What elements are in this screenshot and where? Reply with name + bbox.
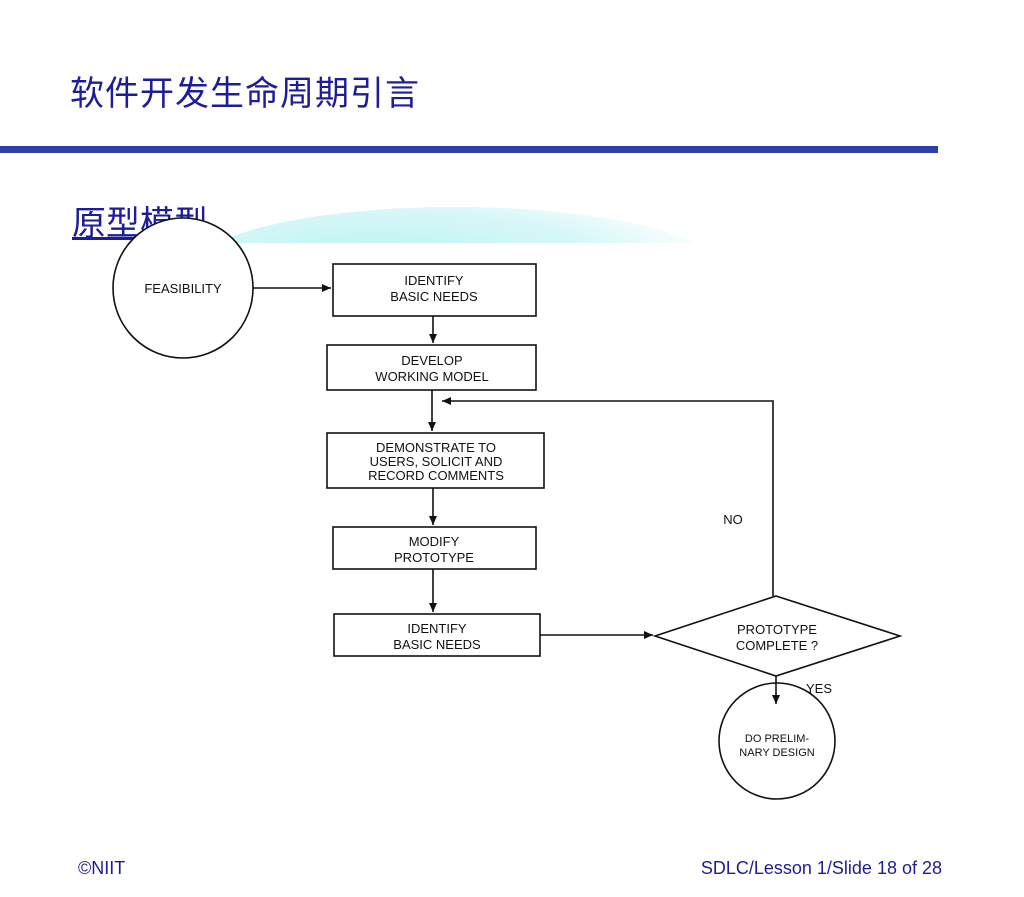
preliminary-design-node xyxy=(718,682,836,800)
demonstrate-line2: USERS, SOLICIT AND xyxy=(370,454,503,469)
preliminary-line1: DO PRELIM- xyxy=(745,733,810,745)
demonstrate-line1: DEMONSTRATE TO xyxy=(376,440,496,455)
preliminary-line2: NARY DESIGN xyxy=(739,747,814,759)
no-label: NO xyxy=(723,512,743,527)
slide-number-footer: SDLC/Lesson 1/Slide 18 of 28 xyxy=(700,858,942,878)
demonstrate-box xyxy=(326,432,545,489)
modify-line1: MODIFY xyxy=(409,534,460,549)
decision-line2: COMPLETE ? xyxy=(736,638,818,653)
identify-needs-2-line1: IDENTIFY xyxy=(407,621,467,636)
feasibility-label: FEASIBILITY xyxy=(144,281,222,296)
identify-needs-box-2 xyxy=(333,613,541,657)
modify-box xyxy=(332,526,537,570)
develop-model-line1: DEVELOP xyxy=(401,353,462,368)
modify-line2: PROTOTYPE xyxy=(394,550,474,565)
demonstrate-line3: RECORD COMMENTS xyxy=(368,468,504,483)
yes-label: YES xyxy=(806,681,832,696)
develop-model-line2: WORKING MODEL xyxy=(375,369,488,384)
no-loop-line xyxy=(442,397,774,596)
title-divider xyxy=(0,146,938,153)
identify-needs-box-1 xyxy=(332,263,537,317)
develop-model-box xyxy=(326,344,537,391)
identify-needs-2-line2: BASIC NEEDS xyxy=(393,637,481,652)
copyright-footer: ©NIIT xyxy=(78,858,126,878)
slide-title: 软件开发生命周期引言 xyxy=(70,74,420,114)
identify-needs-1-line2: BASIC NEEDS xyxy=(390,289,478,304)
decision-line1: PROTOTYPE xyxy=(737,622,817,637)
identify-needs-1-line1: IDENTIFY xyxy=(404,273,464,288)
